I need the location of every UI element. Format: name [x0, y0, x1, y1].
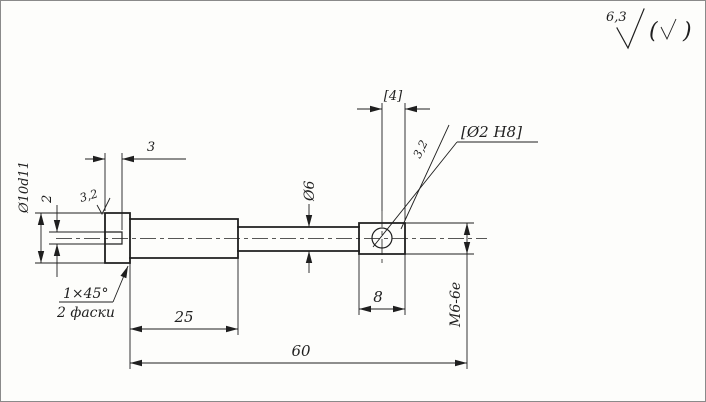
paren-close: ): [682, 19, 692, 44]
dim-shaft-diameter: Ø6: [302, 181, 318, 273]
chamfer-count-label: 2 фаски: [56, 305, 115, 321]
centerline-axis: [56, 211, 487, 266]
paren-open: (: [649, 19, 658, 44]
general-roughness-value: 6,3: [606, 10, 627, 25]
screw-slot: [104, 231, 123, 245]
slot-depth-label: 3: [147, 140, 155, 155]
part-outline: [104, 212, 406, 264]
thread-length-label: 8: [373, 288, 383, 306]
chamfer-label: 1×45°: [63, 286, 108, 302]
slot-width-label: 2: [40, 195, 55, 204]
dim-slot-depth: 3: [85, 140, 186, 230]
general-roughness-note: 6,3 ( ): [606, 8, 692, 50]
chamfer-note: 1×45° 2 фаски: [56, 265, 129, 321]
roughness-check-small-icon: [660, 18, 677, 41]
roughness-check-icon: [96, 197, 111, 215]
thread-spec-label: M6-6e: [448, 282, 464, 328]
head-roughness: 3,2: [78, 186, 111, 215]
dim-thread-spec: M6-6e: [405, 222, 474, 369]
roughness-check-icon: [616, 8, 645, 50]
hole-callout-label: [Ø2 H8]: [461, 123, 522, 141]
hole-callout: [Ø2 H8]: [372, 123, 538, 248]
total-length-label: 60: [291, 342, 311, 360]
hole-roughness-label: 3,2: [410, 138, 431, 161]
cross-hole: [371, 227, 393, 249]
dim-head-diameter: Ø10d11: [17, 161, 105, 264]
head-roughness-label: 3,2: [78, 186, 99, 205]
shaft-diameter-label: Ø6: [302, 181, 318, 202]
dim-thread-length: 8: [358, 254, 406, 315]
dim-slot-width: 2: [40, 195, 105, 277]
head-diameter-label: Ø10d11: [17, 161, 32, 214]
hole-offset-label: [4]: [384, 89, 403, 104]
hole-roughness: 3,2: [400, 124, 450, 230]
dim-hole-offset: [4]: [357, 89, 430, 221]
dim-total-length: 60: [130, 342, 467, 367]
section-length-label: 25: [173, 308, 193, 326]
dim-section-length: 25: [129, 258, 239, 369]
